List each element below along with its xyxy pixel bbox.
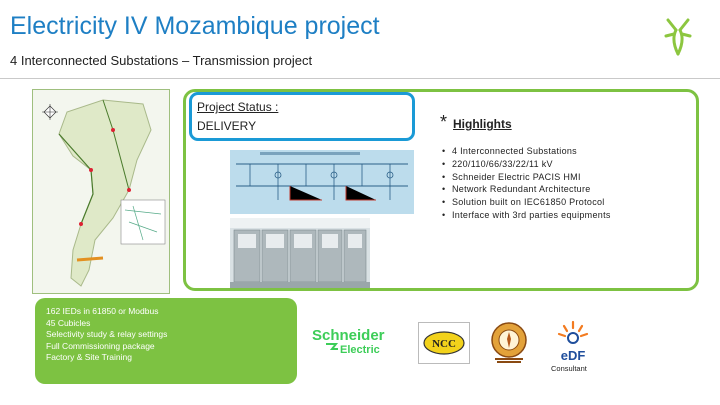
list-item: 4 Interconnected Substations (442, 145, 611, 158)
ncc-emblem-icon: NCC (423, 331, 465, 355)
scope-line: Factory & Site Training (46, 352, 132, 363)
status-label: Project Status : (197, 100, 279, 114)
mozambique-map-image (32, 89, 170, 294)
single-line-diagram-image (230, 150, 414, 214)
consultant-label: Consultant (551, 364, 587, 373)
header-divider (0, 78, 720, 79)
slide-subtitle: 4 Interconnected Substations – Transmiss… (10, 53, 313, 68)
list-item: Solution built on IEC61850 Protocol (442, 196, 611, 209)
scope-line: 162 IEDs in 61850 or Modbus (46, 306, 159, 316)
electric-logo-text: Electric (340, 344, 380, 355)
highlights-title: Highlights (453, 117, 512, 131)
ncc-logo-text: NCC (432, 338, 456, 350)
scope-line: Full Commissioning package (46, 340, 155, 351)
project-details-frame (183, 89, 699, 291)
list-item: 220/110/66/33/22/11 kV (442, 158, 611, 171)
ncc-logo: NCC (418, 322, 470, 364)
list-item: Interface with 3rd parties equipments (442, 209, 611, 222)
highlights-asterisk: * (440, 112, 448, 132)
list-item: Network Redundant Architecture (442, 183, 611, 196)
project-scope-box: 162 IEDs in 61850 or Modbus 45 Cubicles … (35, 298, 297, 384)
project-status-box: Project Status : DELIVERY (189, 92, 415, 141)
highlights-list: 4 Interconnected Substations 220/110/66/… (442, 145, 611, 222)
edf-logo: eDF (557, 320, 589, 363)
slide-title: Electricity IV Mozambique project (10, 12, 380, 40)
scope-line: 45 Cubicles (46, 317, 91, 328)
status-value: DELIVERY (197, 119, 257, 133)
substation-cubicles-photo (230, 218, 370, 288)
schneider-logo-text: Schneider (312, 327, 385, 344)
list-item: Schneider Electric PACIS HMI (442, 171, 611, 184)
schneider-electric-logo: Schneider Electric (312, 327, 385, 355)
company-logo-icon (664, 18, 692, 56)
utility-crest-logo (491, 322, 527, 363)
edf-logo-text: eDF (561, 348, 586, 363)
scope-line: Selectivity study & relay settings (46, 329, 168, 340)
